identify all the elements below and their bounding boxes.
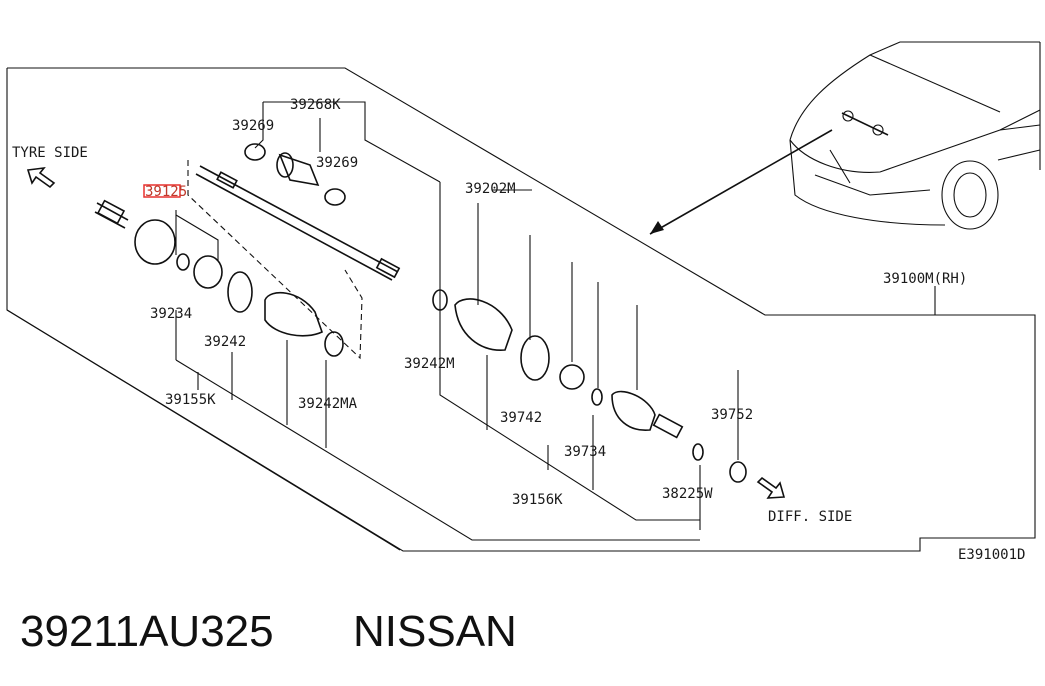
label-39242m: 39242M: [404, 356, 455, 372]
part-number-caption: 39211AU325: [20, 607, 274, 656]
label-39242ma: 39242MA: [298, 396, 358, 412]
label-39155k: 39155K: [165, 392, 216, 408]
label-39269-a: 39269: [232, 118, 274, 134]
label-39242: 39242: [204, 334, 246, 350]
shaft-dash-box: [187, 160, 363, 360]
label-39734: 39734: [564, 444, 606, 460]
pointer-arrow-line: [649, 129, 833, 235]
leader-lines: [6, 101, 739, 551]
shaft-39125: [195, 165, 401, 281]
brand-caption: NISSAN: [353, 607, 517, 656]
label-39752: 39752: [711, 407, 753, 423]
car-illustration: [789, 41, 1041, 230]
label-38225w: 38225W: [662, 486, 713, 502]
highlight-box-39125: [143, 184, 181, 198]
diff-side-arrow-icon: [756, 476, 786, 499]
label-39125: 39125: [145, 184, 187, 200]
label-diff-side: DIFF. SIDE: [768, 509, 852, 525]
label-39156k: 39156K: [512, 492, 563, 508]
label-diagram-code: E391001D: [958, 547, 1025, 563]
tyre-side-arrow-icon: [26, 166, 56, 189]
label-39742: 39742: [500, 410, 542, 426]
small-boot-kit: [244, 143, 346, 206]
label-39202m: 39202M: [465, 181, 516, 197]
label-39269-b: 39269: [316, 155, 358, 171]
label-tyre-side: TYRE SIDE: [12, 145, 88, 161]
label-39234: 39234: [150, 306, 192, 322]
outer-joint-39155k: [94, 199, 344, 357]
label-39100m-rh: 39100M(RH): [883, 271, 967, 287]
pointer-arrow-head: [650, 221, 664, 234]
label-39268k: 39268K: [290, 97, 341, 113]
